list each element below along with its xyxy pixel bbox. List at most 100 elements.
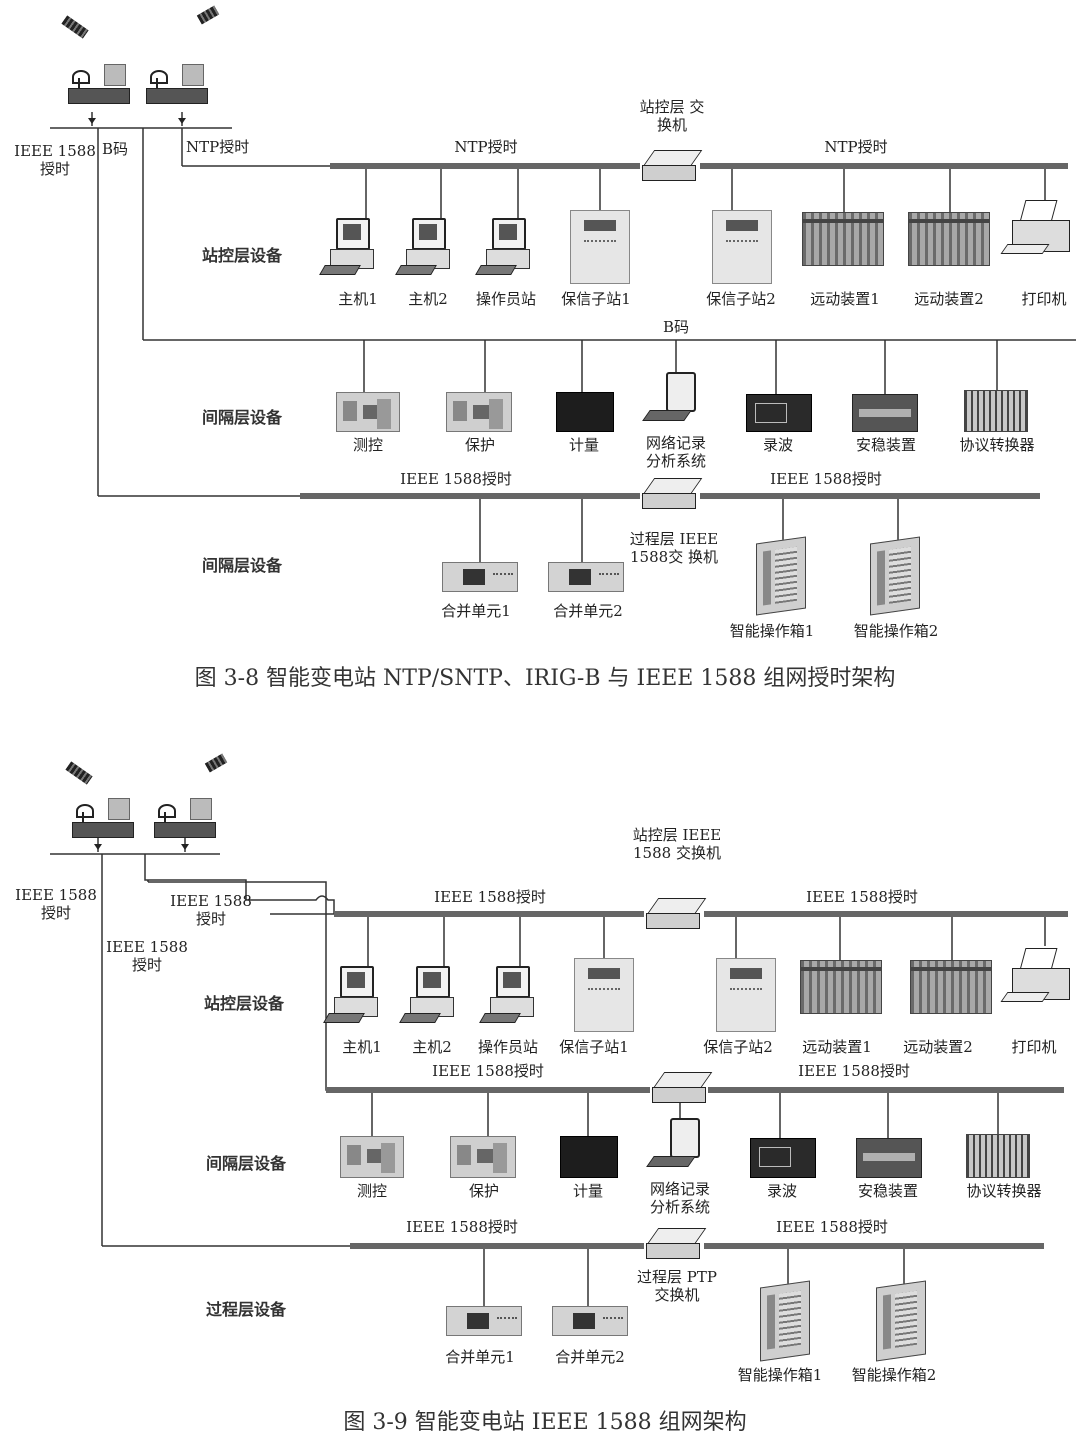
device-label: 协议转换器 (959, 436, 1034, 454)
label-ieee1588-timing: IEEE 1588 授时 (14, 142, 96, 178)
rack-icon (908, 212, 990, 266)
meter-box-icon (560, 1136, 618, 1178)
device-label: 主机1 (342, 1038, 382, 1056)
gps-clock-icon (72, 804, 134, 838)
device-label: 录波 (763, 436, 793, 454)
panel-icon (450, 1136, 516, 1178)
operation-box-icon (876, 1280, 926, 1361)
merging-unit-icon (446, 1306, 522, 1336)
device-label: 保信子站1 (561, 290, 631, 308)
row-label-station: 站控层设备 (202, 242, 282, 266)
computer-icon (322, 218, 382, 276)
rack-icon (800, 960, 882, 1014)
merging-unit-icon (442, 562, 518, 592)
printer-icon (1012, 200, 1072, 256)
row-label-bay: 间隔层设备 (206, 1150, 286, 1174)
gps-clock-icon (146, 70, 208, 104)
cabinet-icon (570, 210, 630, 284)
bus-label: IEEE 1588授时 (770, 470, 882, 488)
label-b-code: B码 (102, 140, 128, 158)
network-switch-icon (642, 478, 704, 506)
label-ieee1588-timing: IEEE 1588 授时 (168, 892, 254, 928)
network-switch-icon (646, 898, 708, 926)
rack-icon (910, 960, 992, 1014)
computer-icon (326, 966, 386, 1024)
protocol-converter-icon (966, 1134, 1030, 1178)
device-label: 安稳装置 (858, 1182, 918, 1200)
process-switch-label: 过程层 PTP交换机 (630, 1268, 724, 1304)
device-label: 合并单元2 (555, 1348, 625, 1366)
device-label: 计量 (569, 436, 599, 454)
protocol-converter-icon (964, 390, 1028, 432)
device-label: 录波 (767, 1182, 797, 1200)
cabinet-icon (574, 958, 634, 1032)
device-label: 智能操作箱2 (852, 1366, 937, 1384)
workstation-icon (646, 372, 706, 424)
device-label: 操作员站 (478, 1038, 538, 1056)
device-label: 保护 (469, 1182, 499, 1200)
device-label: 安稳装置 (856, 436, 916, 454)
device-label: 测控 (357, 1182, 387, 1200)
stability-device-icon (856, 1138, 922, 1178)
bus-label: IEEE 1588授时 (806, 888, 918, 906)
label-ieee1588-timing: IEEE 1588 授时 (14, 886, 98, 922)
merging-unit-icon (552, 1306, 628, 1336)
device-label: 合并单元2 (553, 602, 623, 620)
bus-label: IEEE 1588授时 (400, 470, 512, 488)
device-label: 主机2 (408, 290, 448, 308)
operation-box-icon (756, 536, 806, 615)
device-label: 主机2 (412, 1038, 452, 1056)
device-label: 打印机 (1011, 1038, 1056, 1056)
label-ieee1588-timing: IEEE 1588 授时 (104, 938, 190, 974)
device-label: 协议转换器 (966, 1182, 1041, 1200)
figure-caption: 图 3-9 智能变电站 IEEE 1588 组网架构 (343, 1404, 746, 1436)
computer-icon (398, 218, 458, 276)
gps-clock-icon (154, 804, 216, 838)
station-switch-label: 站控层 交换机 (636, 98, 708, 134)
device-label: 智能操作箱1 (730, 622, 815, 640)
bus-label: IEEE 1588授时 (432, 1062, 544, 1080)
row-label-bay: 间隔层设备 (202, 404, 282, 428)
cabinet-icon (716, 958, 776, 1032)
device-label: 网络记录 分析系统 (642, 1180, 718, 1216)
device-label: 远动装置2 (914, 290, 984, 308)
device-label: 操作员站 (476, 290, 536, 308)
workstation-icon (650, 1118, 710, 1170)
network-switch-icon (642, 150, 704, 178)
gps-clock-icon (68, 70, 130, 104)
computer-icon (402, 966, 462, 1024)
station-switch-label: 站控层 IEEE 1588 交换机 (630, 826, 724, 862)
operation-box-icon (870, 536, 920, 615)
device-label: 合并单元1 (441, 602, 511, 620)
row-label-station: 站控层设备 (204, 990, 284, 1014)
figure-caption: 图 3-8 智能变电站 NTP/SNTP、IRIG-B 与 IEEE 1588 … (195, 660, 896, 692)
device-label: 保信子站2 (703, 1038, 773, 1056)
device-label: 网络记录 分析系统 (638, 434, 714, 470)
computer-icon (478, 218, 538, 276)
device-label: 保信子站1 (559, 1038, 629, 1056)
device-label: 远动装置1 (802, 1038, 872, 1056)
figure-3-8: IEEE 1588 授时 B码 NTP授时 NTP授时 NTP授时 站控层 交换… (0, 0, 1076, 710)
device-label: 远动装置1 (810, 290, 880, 308)
network-switch-icon (652, 1072, 714, 1100)
device-label: 合并单元1 (445, 1348, 515, 1366)
row-label-process: 间隔层设备 (202, 552, 282, 576)
meter-box-icon (556, 392, 614, 432)
device-label: 主机1 (338, 290, 378, 308)
bus-label: IEEE 1588授时 (798, 1062, 910, 1080)
recorder-icon (750, 1138, 816, 1178)
recorder-icon (746, 394, 812, 432)
rack-icon (802, 212, 884, 266)
cabinet-icon (712, 210, 772, 284)
panel-icon (446, 392, 512, 432)
device-label: 测控 (353, 436, 383, 454)
device-label: 计量 (573, 1182, 603, 1200)
device-label: 智能操作箱1 (738, 1366, 823, 1384)
figure-3-9: IEEE 1588 授时 IEEE 1588 授时 IEEE 1588 授时 I… (0, 720, 1076, 1441)
device-label: 保信子站2 (706, 290, 776, 308)
bus-label: B码 (663, 318, 689, 336)
device-label: 智能操作箱2 (854, 622, 939, 640)
merging-unit-icon (548, 562, 624, 592)
computer-icon (482, 966, 542, 1024)
bus-label: IEEE 1588授时 (776, 1218, 888, 1236)
